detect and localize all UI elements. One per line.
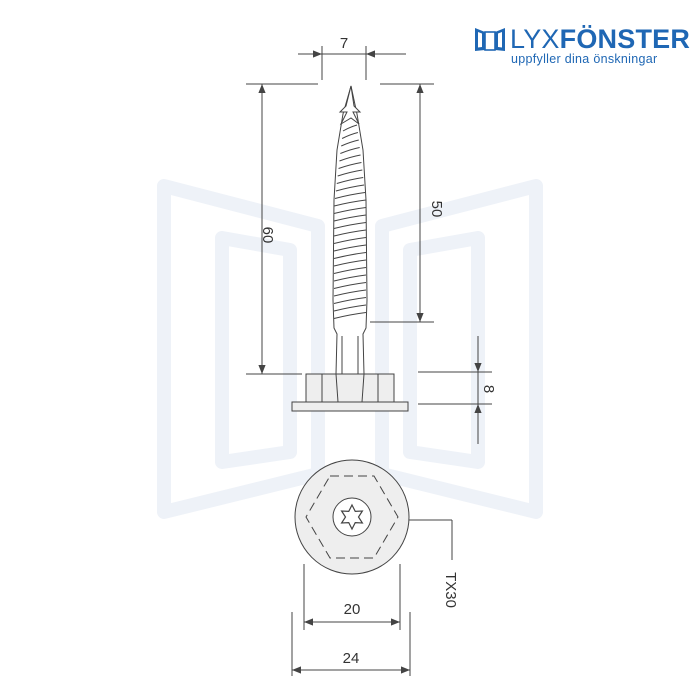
thread-stroke (338, 162, 362, 169)
thread-stroke (333, 282, 367, 289)
thread-stroke (333, 252, 367, 259)
thread-stroke (333, 312, 367, 319)
screw-threads (333, 124, 367, 319)
thread-stroke (336, 177, 364, 184)
thread-stroke (342, 124, 358, 132)
thread-stroke (337, 169, 363, 177)
label-total-length: 60 (259, 227, 276, 244)
label-head-height: 8 (480, 385, 497, 393)
thread-stroke (340, 147, 360, 154)
screw-side-view (291, 85, 409, 412)
thread-stroke (333, 267, 367, 274)
screw-top-view (294, 459, 410, 575)
hex-outline (305, 475, 399, 559)
thread-stroke (333, 304, 367, 312)
screw-hex-head (305, 373, 395, 403)
label-tip-width: 7 (340, 35, 348, 52)
thread-stroke (333, 237, 367, 244)
thread-stroke (333, 289, 367, 297)
brand: LYXFÖNSTER uppfyller dina önskningar (474, 24, 690, 70)
window-logo-icon (475, 28, 505, 51)
thread-stroke (333, 207, 367, 214)
screw-flange (291, 401, 409, 412)
brand-tagline: uppfyller dina önskningar (511, 52, 658, 66)
thread-stroke (333, 274, 367, 282)
label-flange-diameter: 24 (343, 650, 360, 667)
label-thread-length: 50 (428, 201, 445, 218)
thread-stroke (333, 229, 367, 237)
thread-stroke (333, 214, 367, 222)
screw-thread-body (332, 85, 368, 375)
thread-stroke (335, 184, 365, 192)
brand-name-light: LYX (510, 24, 560, 54)
thread-stroke (341, 139, 359, 147)
thread-stroke (333, 259, 367, 267)
thread-stroke (341, 132, 359, 139)
torx-drive-icon (340, 503, 364, 531)
thread-stroke (333, 222, 367, 229)
label-hex-width: 20 (344, 601, 361, 618)
thread-stroke (333, 244, 367, 252)
thread-stroke (333, 199, 366, 207)
label-drive: TX30 (442, 572, 459, 608)
thread-stroke (334, 192, 366, 199)
screw-tip (338, 85, 362, 126)
brand-name: LYXFÖNSTER (510, 23, 690, 55)
brand-name-bold: FÖNSTER (559, 24, 691, 54)
thread-stroke (339, 154, 361, 162)
dimension-labels: 7 60 50 8 TX30 20 24 (259, 35, 497, 667)
thread-stroke (333, 297, 367, 304)
dimension-lines (246, 46, 492, 676)
